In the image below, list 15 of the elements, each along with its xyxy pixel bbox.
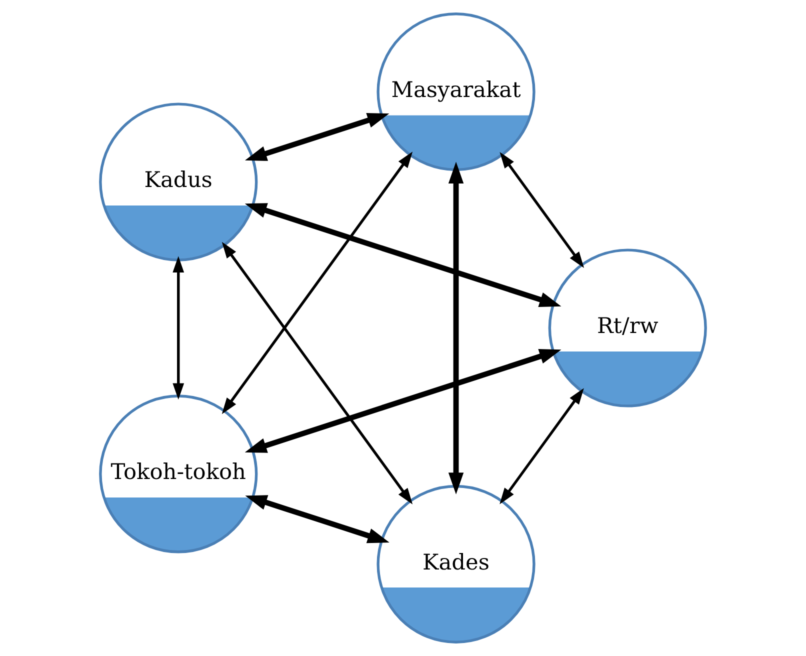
- arrow: [448, 162, 464, 494]
- arrow: [244, 113, 390, 161]
- arrow: [172, 256, 184, 400]
- node-circle: Masyarakat: [376, 12, 536, 172]
- arrow: [500, 388, 584, 504]
- arrow: [244, 203, 562, 307]
- node-circle: Kadus: [99, 102, 258, 262]
- arrow: [244, 349, 562, 453]
- node-circle: Tokoh-tokoh: [99, 394, 258, 554]
- arrow: [222, 152, 413, 414]
- node-circle: Rt/rw: [548, 248, 707, 408]
- node-circle: Kades: [376, 484, 536, 644]
- arrow: [222, 242, 413, 504]
- arrow: [500, 152, 584, 268]
- arrow: [245, 495, 390, 544]
